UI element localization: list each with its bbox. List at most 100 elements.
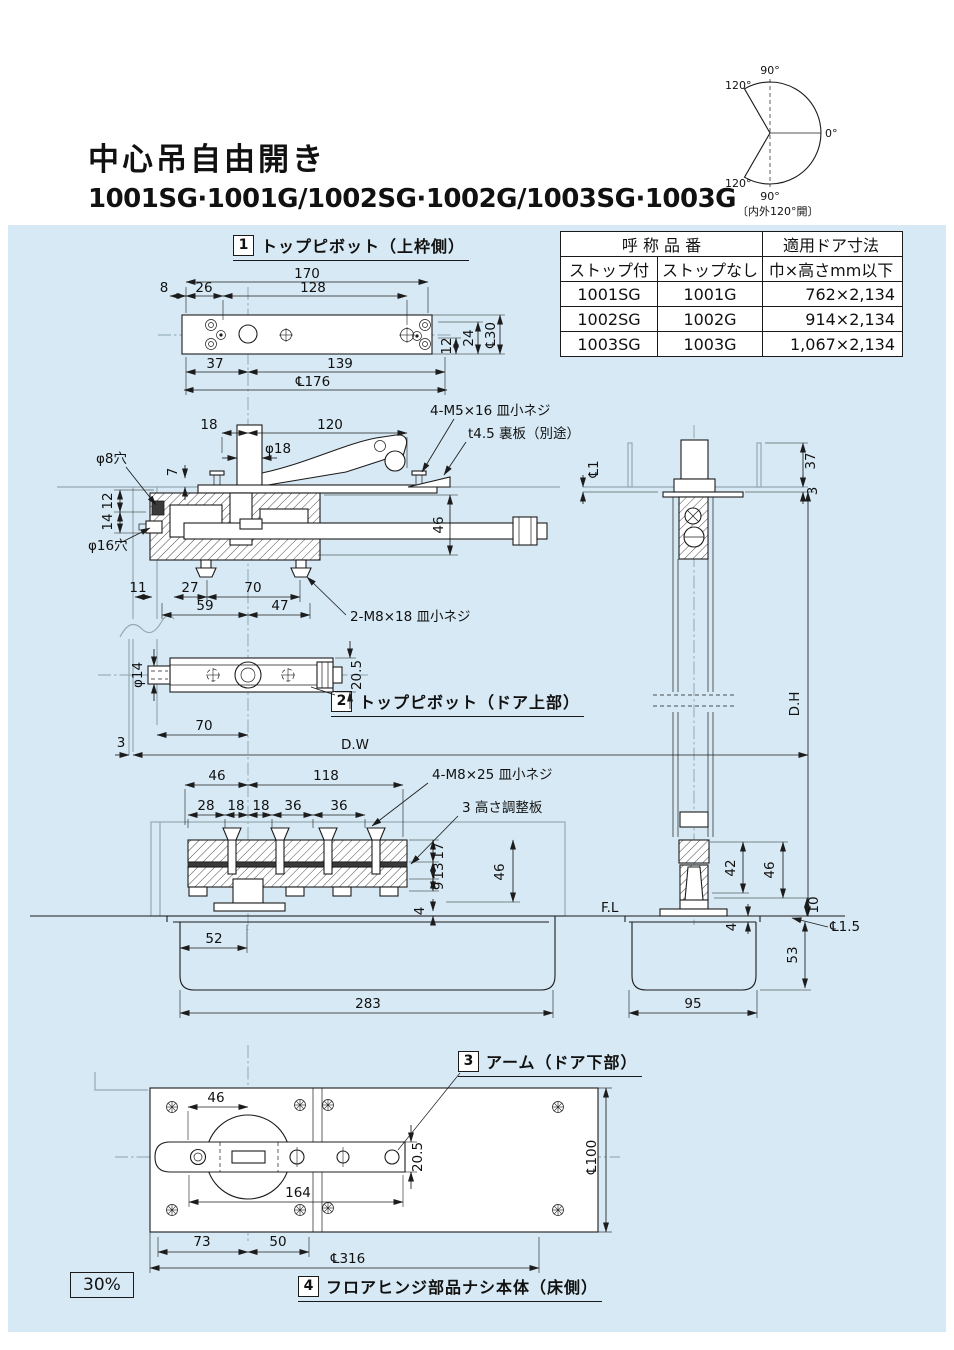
angle-lower-left: 120°	[725, 177, 752, 190]
dim-pl316: ℄316	[330, 1251, 365, 1267]
dim-dh: D.H	[787, 692, 803, 717]
opening-angle-diagram: 90° 120° 0° 120° 90° 〔内外120°開〕	[725, 64, 838, 218]
dim-139: 139	[327, 356, 353, 372]
callout-label: トップピボット（上枠側）	[261, 237, 466, 256]
dim-pl176: ℄176	[295, 374, 330, 390]
callout-arm: 3 アーム（ドア下部）	[458, 1049, 642, 1077]
dim-7: 7	[165, 468, 181, 477]
dim-53: 53	[785, 946, 801, 963]
dim-37-side: 37	[803, 452, 819, 469]
note-back-plate: t4.5 裏板（別途）	[468, 425, 580, 442]
note-screw-m8-25: 4-M8×25 皿小ネジ	[432, 767, 552, 783]
note-phi16-hole: φ16穴	[88, 538, 128, 554]
size-cell: 762×2,134	[762, 281, 904, 307]
dim-17: 17	[431, 842, 447, 859]
spec-subheader-dims: 巾×高さmm以下	[762, 256, 904, 282]
callout-number: 1	[233, 234, 254, 256]
model-cell: 1002SG	[560, 306, 658, 332]
dim-20-5-arm: 20.5	[410, 1142, 426, 1172]
dim-47: 47	[271, 598, 288, 614]
callout-top-pivot-door: 2 トップピボット（ドア上部）	[331, 689, 585, 717]
note-screw-m8: 2-M8×18 皿小ネジ	[350, 609, 470, 625]
dim-59: 59	[196, 598, 213, 614]
dim-50: 50	[269, 1234, 286, 1250]
spec-header-size: 適用ドア寸法	[762, 231, 904, 257]
d14-left: 14	[100, 513, 116, 530]
side-view-drawing: ℄1 37 3 D.H 42 46 10 ℄1.5 4 53	[580, 439, 860, 1018]
dim-120: 120	[317, 417, 343, 433]
label-fl: F.L	[601, 900, 619, 916]
table-row: 1001SG 1001G 762×2,134	[560, 281, 904, 307]
dim-18b: 18	[252, 798, 269, 814]
dim-36a: 36	[284, 798, 301, 814]
angle-upper-left: 120°	[725, 79, 752, 92]
break-squiggle	[119, 614, 175, 638]
dim-42: 42	[723, 859, 739, 876]
hex-nuts	[188, 886, 399, 897]
callout-label: フロアヒンジ部品ナシ本体（床側）	[326, 1278, 599, 1297]
dim-3-side: 3	[805, 487, 821, 496]
dim-4-side: 4	[724, 923, 740, 932]
dim-4-body: 4	[412, 907, 428, 916]
dim-3-gap: 3	[117, 735, 126, 751]
dim-13: 13	[431, 862, 447, 879]
dim-12: 12	[439, 337, 455, 354]
dim-dw: D.W	[341, 737, 369, 753]
callout-label: トップピボット（ドア上部）	[359, 693, 581, 712]
dim-73: 73	[193, 1234, 210, 1250]
angle-caption: 〔内外120°開〕	[737, 204, 819, 218]
dim-95: 95	[684, 996, 701, 1012]
dim-pl1: ℄1	[586, 460, 602, 478]
angle-right: 0°	[825, 127, 838, 140]
model-cell: 1003SG	[560, 331, 658, 357]
dim-phi18: φ18	[265, 441, 291, 457]
dim-70-dw: 70	[195, 718, 212, 734]
arm-plan	[154, 1141, 406, 1173]
dim-170: 170	[294, 266, 320, 282]
note-screw-m5: 4-M5×16 皿小ネジ	[430, 403, 550, 419]
dim-46-side: 46	[762, 861, 778, 878]
dim-10: 10	[806, 896, 822, 913]
d12-left: 12	[100, 492, 116, 509]
page-title: 中心吊自由開き	[88, 142, 326, 178]
dim-27: 27	[181, 580, 198, 596]
callout-floor-body: 4 フロアヒンジ部品ナシ本体（床側）	[298, 1274, 603, 1302]
callout-number: 4	[298, 1275, 319, 1297]
top-pivot-frame-drawing: 170 8 26 128 12 24 ℄30 37 139 ℄176	[160, 266, 505, 395]
angle-top: 90°	[760, 64, 780, 77]
callout-number: 3	[458, 1050, 479, 1072]
dim-26: 26	[195, 280, 212, 296]
spec-header-name: 呼 称 品 番	[559, 231, 764, 257]
dim-pl100: ℄100	[584, 1140, 600, 1175]
callout-top-pivot-frame: 1 トップピボット（上枠側）	[233, 233, 470, 261]
bottom-view-drawing: 46 164 20.5 ℄100 73 50 ℄316	[94, 1072, 612, 1273]
dim-118: 118	[313, 768, 339, 784]
dim-28: 28	[197, 798, 214, 814]
dim-46-body: 46	[208, 768, 225, 784]
model-cell: 1003G	[656, 331, 764, 357]
dim-20-5: 20.5	[349, 660, 365, 690]
callout-3-leader	[397, 1072, 461, 1151]
model-cell: 1001G	[656, 281, 764, 307]
dim-18a: 18	[227, 798, 244, 814]
spec-table: 呼 称 品 番 適用ドア寸法 ストップ付 ストップなし 巾×高さmm以下 100…	[559, 231, 904, 357]
scale-note: 30%	[70, 1272, 134, 1298]
spec-subheader-stop: ストップ付	[560, 256, 658, 282]
door-top-pivot-drawing: φ14 20.5 70 D.W 3	[115, 641, 809, 758]
dim-46-arm: 46	[207, 1090, 224, 1106]
dim-18: 18	[200, 417, 217, 433]
dim-pl30: ℄30	[483, 322, 499, 349]
spec-subheader-nostop: ストップなし	[656, 256, 764, 282]
dim-pl1-5: ℄1.5	[829, 919, 860, 935]
dim-46r: 46	[492, 863, 508, 880]
dim-46-main: 46	[431, 516, 447, 533]
size-cell: 914×2,134	[762, 306, 904, 332]
dim-8: 8	[160, 280, 169, 296]
note-adjust-plate: 3 高さ調整板	[462, 799, 543, 816]
size-cell: 1,067×2,134	[762, 331, 904, 357]
table-row: 1002SG 1002G 914×2,134	[560, 306, 904, 332]
dim-164: 164	[285, 1185, 311, 1201]
dim-283: 283	[355, 996, 381, 1012]
dim-36b: 36	[330, 798, 347, 814]
